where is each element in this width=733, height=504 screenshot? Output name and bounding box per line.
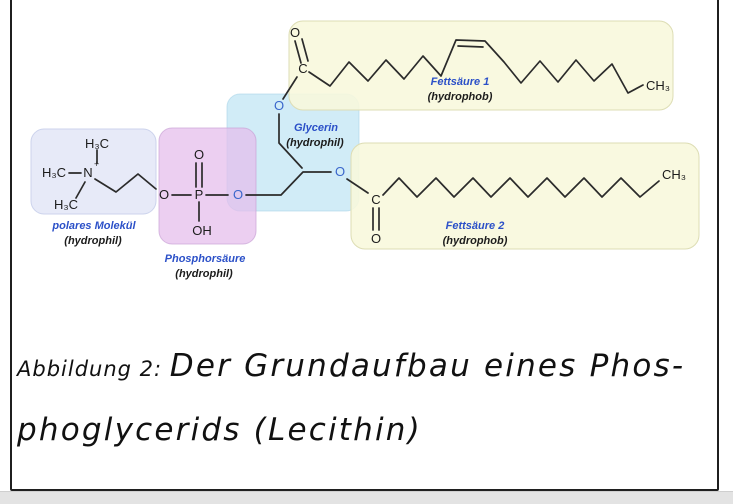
label-phosphorsaeure: Phosphorsäure [165,253,246,265]
fatty-acid-2-chain: C O CH₃ [346,167,686,246]
region-labels: polares Molekül (hydrophil) Phosphorsäur… [51,76,507,280]
caption-title-line1: Der Grundaufbau eines Phos- [169,348,686,384]
choline-group: H₃C H₃C H₃C N + [42,136,157,212]
atom-oh-phosphate: OH [192,223,212,238]
phospholipid-structure-diagram: H₃C H₃C H₃C N + O P O OH O O O [30,20,700,280]
glycerol-backbone: O O [245,98,345,196]
atom-c-carbonyl-1: C [298,61,307,76]
atom-h3c-top: H₃C [85,136,109,151]
atom-ch3-fatty2: CH₃ [662,167,686,182]
sublabel-phosphorsaeure: (hydrophil) [175,268,233,280]
atom-o-phosphate-left: O [159,187,169,202]
atom-o-carbonyl-1: O [290,25,300,40]
window-edge [0,491,733,504]
region-fettsaeure2-box [350,142,700,250]
atom-ch3-fatty1: CH₃ [646,78,670,93]
atom-o-phosphate-top: O [194,147,204,162]
fatty-acid-1-chain: C O CH₃ [282,25,670,100]
label-fettsaeure-1: Fettsäure 1 [431,76,490,88]
atom-h3c-bottom: H₃C [54,197,78,212]
region-fettsaeure1-box [288,20,674,111]
phosphate-group: O P O OH O [159,147,243,238]
label-fettsaeure-2: Fettsäure 2 [446,220,505,232]
region-polares-molekuel-box [30,128,157,215]
label-glycerin: Glycerin [294,122,338,134]
label-polares-molekuel: polares Molekül [51,220,136,232]
atom-nitrogen: N [83,165,92,180]
sublabel-fettsaeure-2: (hydrophob) [443,235,508,247]
atom-o-glycerol-top: O [274,98,284,113]
caption-number: Abbildung 2: [17,357,170,381]
atom-c-carbonyl-2: C [371,192,380,207]
atom-o-carbonyl-2: O [371,231,381,246]
atom-o-phosphate-right: O [233,187,243,202]
atom-o-glycerol-right: O [335,164,345,179]
nitrogen-plus-charge: + [94,159,99,169]
region-phosphorsaeure-box [158,127,257,245]
sublabel-polares-molekuel: (hydrophil) [64,235,122,247]
sublabel-glycerin: (hydrophil) [286,137,344,149]
atom-phosphorus: P [195,187,204,202]
figure-caption: Abbildung 2: Der Grundaufbau eines Phos-… [17,336,707,461]
atom-h3c-left: H₃C [42,165,66,180]
sublabel-fettsaeure-1: (hydrophob) [428,91,493,103]
caption-title-line2: phoglycerids (Lecithin) [17,412,422,448]
